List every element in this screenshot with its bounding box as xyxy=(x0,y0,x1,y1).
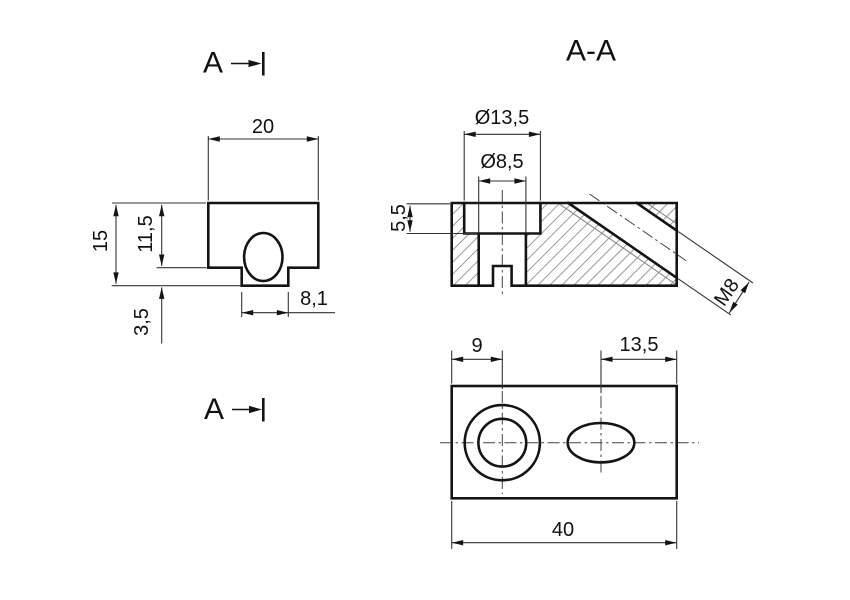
dim-thread xyxy=(677,231,754,316)
top-view: 9 13,5 40 xyxy=(440,334,699,549)
dim-front-body-height-label: 11,5 xyxy=(135,215,157,252)
section-title: A-A xyxy=(566,35,616,68)
cut-arrow-icon xyxy=(248,59,262,68)
dim-counterbore-dia xyxy=(463,131,541,201)
dim-front-body-height xyxy=(156,204,207,269)
counterbore-circle xyxy=(463,403,542,482)
dim-thread-label: M8 xyxy=(710,275,744,310)
thread-hole-ellipse xyxy=(566,421,636,464)
thread-crest-line xyxy=(646,202,678,225)
front-profile-outline xyxy=(207,201,320,287)
dim-hole-offset-label: 9 xyxy=(471,335,482,357)
dim-length-label: 40 xyxy=(552,519,574,541)
dim-front-total-height xyxy=(111,202,241,287)
thread-centerline xyxy=(589,193,687,262)
dim-front-width xyxy=(207,136,319,201)
dim-thread-offset-label: 13,5 xyxy=(620,334,659,356)
dim-hole-offset xyxy=(451,350,503,389)
dim-front-tongue-height-label: 3,5 xyxy=(131,308,153,336)
thread-hole-line xyxy=(566,201,679,280)
front-hole-ellipse xyxy=(242,231,284,283)
dim-front-tongue-width-label: 8,1 xyxy=(300,288,328,310)
dim-counterbore-depth-label: 5,5 xyxy=(388,204,410,232)
dim-front-tongue-width xyxy=(241,292,335,317)
dim-counterbore-dia-label: Ø13,5 xyxy=(475,107,529,129)
thread-hole-line xyxy=(634,201,679,233)
section-cut-marker-top: A xyxy=(203,47,265,80)
dim-thread-offset xyxy=(600,350,678,393)
section-marker-letter: A xyxy=(204,393,224,426)
top-outline xyxy=(450,384,679,500)
dim-counterbore-depth xyxy=(406,203,478,235)
section-hatching xyxy=(451,203,677,286)
front-view: 20 15 11,5 3,5 8,1 xyxy=(90,116,335,344)
dim-hole-dia-label: Ø8,5 xyxy=(480,151,523,173)
thread-crest-line xyxy=(557,202,678,286)
dim-front-total-height-label: 15 xyxy=(90,230,112,252)
section-cut-marker-bottom: A xyxy=(204,393,265,426)
hole-circle xyxy=(477,417,528,468)
counterbore-and-hole xyxy=(462,201,542,287)
dim-front-width-label: 20 xyxy=(252,116,274,138)
dim-length xyxy=(451,501,678,549)
section-marker-letter: A xyxy=(203,47,223,80)
section-view: Ø13,5 Ø8,5 5,5 M8 xyxy=(388,107,754,316)
dim-hole-dia xyxy=(478,176,527,233)
cut-arrow-icon xyxy=(249,405,262,414)
